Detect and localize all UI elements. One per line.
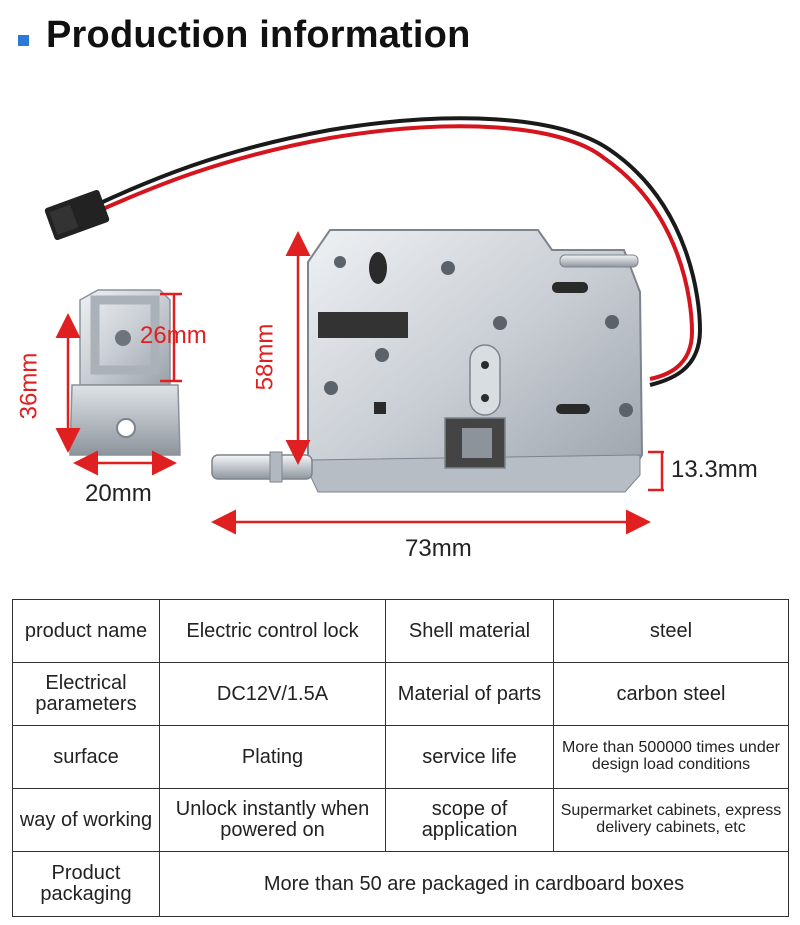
spec-value: Electric control lock bbox=[159, 599, 386, 663]
spec-label: Product packaging bbox=[12, 851, 160, 917]
spec-label: service life bbox=[385, 725, 554, 789]
table-row: surface Plating service life More than 5… bbox=[12, 725, 789, 789]
spec-value: Supermarket cabinets, express delivery c… bbox=[553, 788, 789, 852]
product-illustration bbox=[44, 116, 703, 535]
spec-value: Plating bbox=[159, 725, 386, 789]
connector bbox=[44, 189, 110, 241]
spec-label: Material of parts bbox=[385, 662, 554, 726]
bracket-height-dimension: 36mm bbox=[15, 352, 43, 420]
spec-value: carbon steel bbox=[553, 662, 789, 726]
bracket-width-dimension: 20mm bbox=[85, 480, 152, 507]
spec-label: way of working bbox=[12, 788, 160, 852]
page-title: Production information bbox=[46, 14, 471, 56]
spec-value: Unlock instantly when powered on bbox=[159, 788, 386, 852]
spec-value: More than 500000 times under design load… bbox=[553, 725, 789, 789]
spec-label: Shell material bbox=[385, 599, 554, 663]
spec-label: product name bbox=[12, 599, 160, 663]
wire bbox=[95, 116, 703, 387]
page-header: Production information bbox=[0, 0, 800, 80]
spec-value: DC12V/1.5A bbox=[159, 662, 386, 726]
spec-label: Electrical parameters bbox=[12, 662, 160, 726]
table-row: Product packaging More than 50 are packa… bbox=[12, 851, 789, 917]
spec-value: steel bbox=[553, 599, 789, 663]
table-row: product name Electric control lock Shell… bbox=[12, 599, 789, 663]
spec-value: More than 50 are packaged in cardboard b… bbox=[159, 851, 789, 917]
lock-body bbox=[211, 229, 644, 493]
spec-table: product name Electric control lock Shell… bbox=[12, 599, 789, 917]
lock-thickness-dimension: 13.3mm bbox=[671, 456, 758, 483]
lock-height-dimension: 58mm bbox=[251, 323, 279, 391]
dimension-lines bbox=[55, 231, 664, 535]
bracket-inner-dimension: 26mm bbox=[140, 322, 207, 349]
title-bullet bbox=[18, 35, 29, 46]
spec-label: surface bbox=[12, 725, 160, 789]
mounting-bracket bbox=[69, 289, 181, 456]
table-row: way of working Unlock instantly when pow… bbox=[12, 788, 789, 852]
table-row: Electrical parameters DC12V/1.5A Materia… bbox=[12, 662, 789, 726]
spec-label: scope of application bbox=[385, 788, 554, 852]
lock-length-dimension: 73mm bbox=[405, 535, 472, 562]
